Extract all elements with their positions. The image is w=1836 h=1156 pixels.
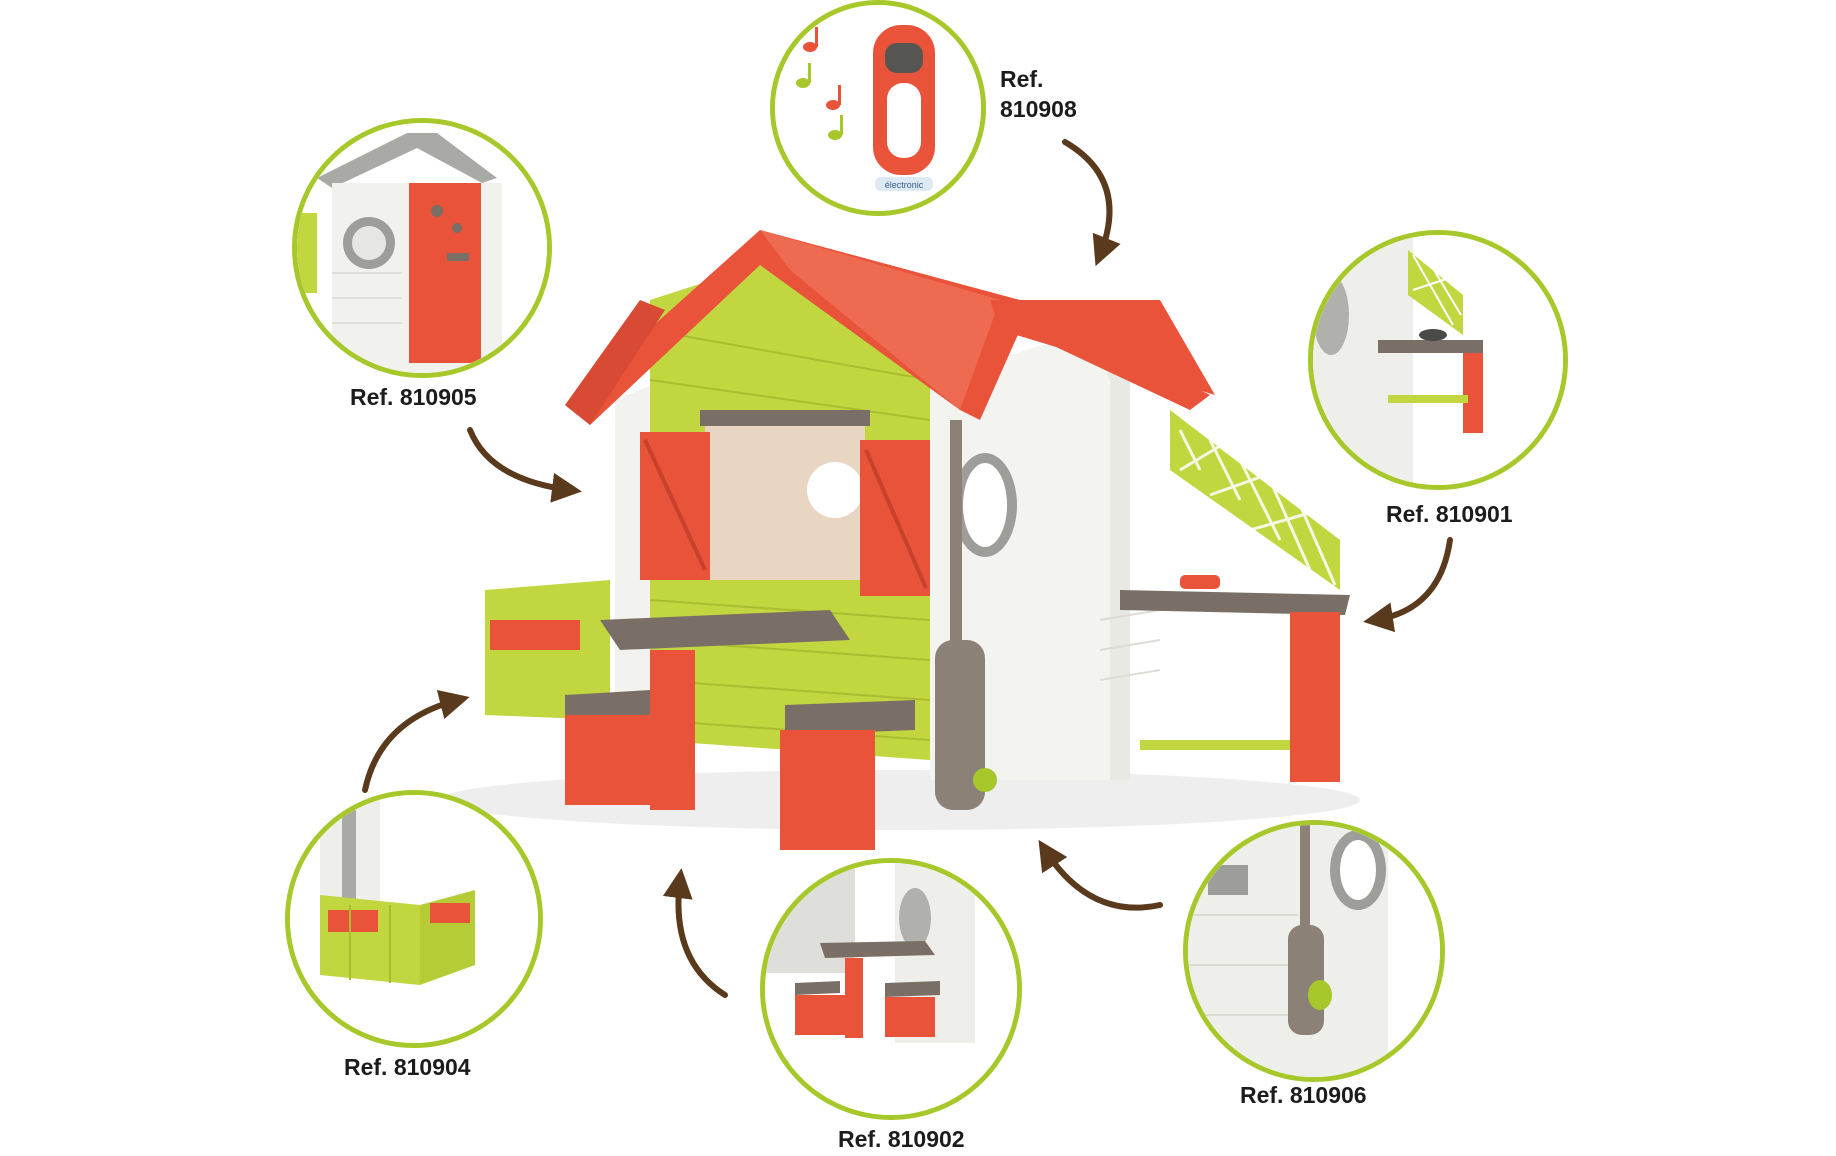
door-icon — [297, 123, 547, 373]
kitchen-module-label: Ref. 810901 — [1386, 501, 1513, 527]
picnic-table-module-circle — [760, 858, 1022, 1120]
arrow-to-rain-barrel — [1038, 839, 1163, 911]
arrow-to-kitchen — [1363, 537, 1453, 633]
picnic-table-icon — [765, 863, 1017, 1115]
arrow-to-doorbell — [1062, 139, 1121, 267]
doorbell-module-label: Ref. 810908 — [1000, 64, 1120, 124]
planter-icon — [290, 795, 538, 1043]
arrow-to-door — [467, 427, 582, 503]
kitchen-icon — [1313, 235, 1563, 485]
rain-barrel-icon — [1188, 825, 1440, 1077]
arrow-to-planter — [362, 689, 470, 793]
kitchen-module-circle — [1308, 230, 1568, 490]
rain-barrel-module-label: Ref. 810906 — [1240, 1082, 1367, 1108]
doorbell-icon: électronic — [775, 5, 981, 211]
door-module-label: Ref. 810905 — [350, 384, 477, 410]
picnic-table-module-label: Ref. 810902 — [838, 1126, 965, 1152]
arrow-to-picnic-table — [662, 868, 728, 998]
doorbell-module-circle: électronic — [770, 0, 986, 216]
doorbell-brand-text: électronic — [885, 180, 924, 190]
rain-barrel-module-circle — [1183, 820, 1445, 1082]
doorbell-label-number: 810908 — [1000, 96, 1077, 122]
planter-module-circle — [285, 790, 543, 1048]
planter-module-label: Ref. 810904 — [344, 1054, 471, 1080]
doorbell-label-ref: Ref. — [1000, 66, 1044, 92]
door-module-circle — [292, 118, 552, 378]
